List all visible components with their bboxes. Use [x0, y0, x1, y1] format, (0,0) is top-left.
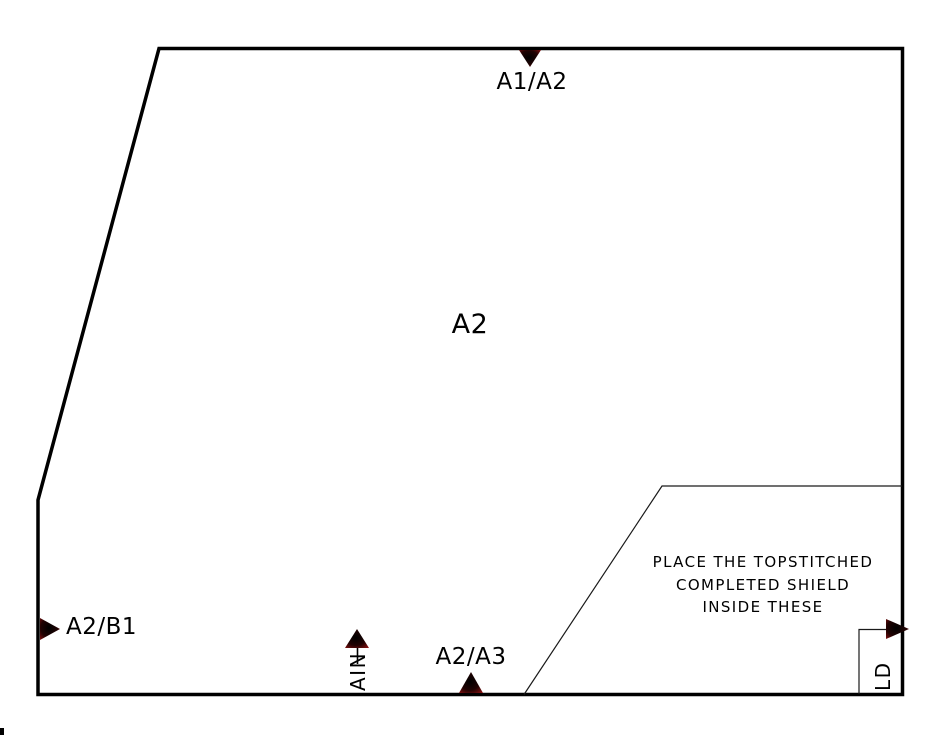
notch-left-triangle-icon [40, 618, 60, 640]
piece-name-label: A2 [451, 309, 489, 340]
notch-label-top: A1/A2 [496, 69, 568, 95]
notch-top-triangle-icon [519, 50, 541, 67]
placement-note: PLACE THE TOPSTITCHED COMPLETED SHIELD I… [652, 553, 874, 616]
notch-bottom-triangle-icon [459, 672, 483, 693]
notch-label-bottom: A2/A3 [435, 644, 507, 670]
notch-label-left: A2/B1 [66, 614, 138, 640]
grainline-label-vertical: AIN [346, 652, 370, 691]
placement-zone-line [523, 485, 902, 695]
grainline-arrowhead-icon [345, 629, 369, 648]
page-corner-mark [0, 728, 4, 735]
notch-right-triangle-icon [886, 619, 909, 639]
fold-label-vertical: LD [871, 661, 895, 691]
pattern-piece-outline [36, 46, 905, 697]
